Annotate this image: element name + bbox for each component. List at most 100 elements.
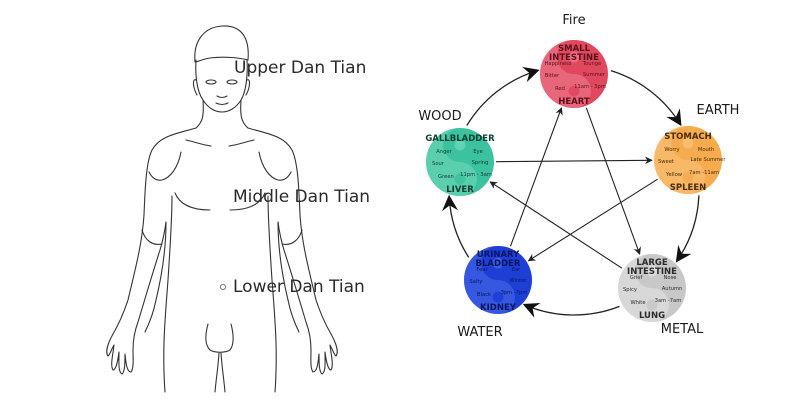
right-ear bbox=[245, 79, 251, 96]
right-elbow bbox=[281, 229, 303, 245]
earth-yin-yang-dot-top bbox=[682, 137, 694, 149]
neck-left bbox=[195, 99, 204, 129]
wood-taste: Sour bbox=[432, 161, 445, 167]
torso-right bbox=[267, 195, 277, 393]
right-collarbone bbox=[228, 139, 255, 147]
water-emotion: Fear bbox=[476, 267, 488, 273]
fire-color-name: Red bbox=[555, 86, 565, 92]
fire-element-label: Fire bbox=[562, 13, 585, 28]
metal-yin-organ-label: LUNG bbox=[639, 311, 665, 321]
wood-element-label: WOOD bbox=[418, 109, 461, 124]
water-element-label: WATER bbox=[457, 325, 502, 340]
water-yang-organ-label: BLADDER bbox=[476, 259, 521, 269]
fire-yin-yang-dot-bottom bbox=[568, 85, 580, 97]
metal-element-label: METAL bbox=[661, 322, 704, 337]
right-shoulder-arm bbox=[247, 127, 338, 375]
water-season: Winter bbox=[509, 278, 527, 284]
earth-color-name: Yellow bbox=[665, 172, 683, 178]
metal-emotion: Grief bbox=[630, 275, 643, 281]
head-outline bbox=[195, 59, 248, 113]
left-shoulder-arm bbox=[106, 127, 197, 375]
metal-color-name: White bbox=[630, 300, 645, 306]
fire-emotion: Happiness bbox=[545, 61, 572, 67]
earth-element-label: EARTH bbox=[697, 103, 740, 118]
wood-yang-organ-label: GALLBLADDER bbox=[425, 134, 495, 144]
wood-yin-organ-label: LIVER bbox=[446, 185, 474, 195]
wood-yin-yang-dot-bottom bbox=[454, 173, 466, 185]
nose bbox=[216, 95, 228, 99]
inner-legs bbox=[214, 352, 226, 393]
wood-color-name: Green bbox=[438, 174, 454, 180]
earth-sense: Mouth bbox=[698, 147, 714, 153]
wood-time: 11pm - 3am bbox=[460, 172, 492, 178]
earth-yin-yang-dot-bottom bbox=[682, 171, 694, 183]
generating-arrow-wood-to-fire bbox=[466, 66, 540, 126]
wood-season: Spring bbox=[472, 160, 489, 166]
left-deltoid bbox=[148, 151, 182, 181]
lower-dan-tian-marker bbox=[219, 283, 226, 290]
left-ear bbox=[192, 79, 198, 96]
earth-yin-organ-label: SPLEEN bbox=[670, 183, 707, 193]
fire-yin-yang-dot-top bbox=[568, 51, 580, 63]
metal-yang-organ-label: INTESTINE bbox=[627, 267, 677, 277]
generating-cycle-arrows bbox=[442, 66, 700, 318]
hair-outline bbox=[194, 25, 249, 63]
torso-left bbox=[163, 195, 173, 393]
wood-sense: Eye bbox=[473, 149, 483, 155]
water-time: 3pm -7pm bbox=[501, 290, 528, 296]
controlling-arrow-wood-to-earth bbox=[495, 156, 653, 165]
fire-yin-organ-label: HEART bbox=[558, 97, 590, 107]
water-yang-organ-label: URINARY bbox=[477, 250, 520, 260]
controlling-arrow-metal-to-wood bbox=[489, 181, 623, 269]
neck-right bbox=[240, 99, 249, 129]
lower-dan-tian-label: Lower Dan Tian bbox=[233, 277, 365, 297]
metal-yin-yang-dot-bottom bbox=[646, 299, 658, 311]
earth-time: 7am -11am bbox=[689, 170, 719, 176]
left-pectoral bbox=[174, 192, 211, 211]
left-collarbone bbox=[185, 139, 212, 147]
earth-season: Late Summer bbox=[691, 157, 727, 163]
generating-arrow-earth-to-metal bbox=[675, 195, 700, 263]
controlling-cycle-star bbox=[489, 107, 658, 269]
metal-yin-yang-dot-top bbox=[646, 265, 658, 277]
generating-arrow-fire-to-earth bbox=[610, 69, 682, 127]
water-yin-organ-label: KIDNEY bbox=[480, 303, 517, 313]
upper-dan-tian-label: Upper Dan Tian bbox=[234, 58, 366, 78]
metal-season: Autumn bbox=[662, 286, 683, 292]
fire-sense: Tounge bbox=[582, 61, 602, 67]
fire-time: 11am - 3pm bbox=[574, 84, 606, 90]
controlling-arrow-water-to-fire bbox=[509, 107, 563, 247]
right-deltoid bbox=[258, 151, 292, 181]
controlling-arrow-fire-to-metal bbox=[585, 107, 641, 255]
metal-sense: Nose bbox=[664, 275, 677, 281]
mouth bbox=[215, 102, 229, 106]
water-taste: Salty bbox=[469, 279, 482, 285]
middle-dan-tian-label: Middle Dan Tian bbox=[233, 187, 370, 207]
fire-yang-organ-label: SMALL bbox=[558, 44, 591, 54]
metal-yang-organ-label: LARGE bbox=[636, 258, 668, 268]
right-pectoral bbox=[229, 192, 266, 211]
water-yin-yang-dot-top bbox=[492, 257, 504, 269]
water-sense: Ear bbox=[512, 267, 521, 273]
earth-emotion: Worry bbox=[664, 147, 679, 153]
human-body-figure bbox=[106, 25, 338, 393]
metal-taste: Spicy bbox=[623, 287, 637, 293]
generating-arrow-water-to-wood bbox=[442, 194, 470, 258]
left-elbow bbox=[141, 229, 163, 245]
fire-season: Summer bbox=[583, 72, 606, 78]
generating-arrow-metal-to-water bbox=[522, 302, 620, 318]
left-eye bbox=[205, 79, 217, 85]
right-eye bbox=[226, 79, 238, 85]
left-inner-arm bbox=[144, 221, 167, 333]
earth-yang-organ-label: STOMACH bbox=[664, 132, 712, 142]
groin bbox=[205, 323, 234, 353]
metal-time: 3am -7am bbox=[655, 298, 682, 304]
controlling-arrow-earth-to-water bbox=[527, 178, 658, 262]
fire-yang-organ-label: INTESTINE bbox=[549, 53, 599, 63]
